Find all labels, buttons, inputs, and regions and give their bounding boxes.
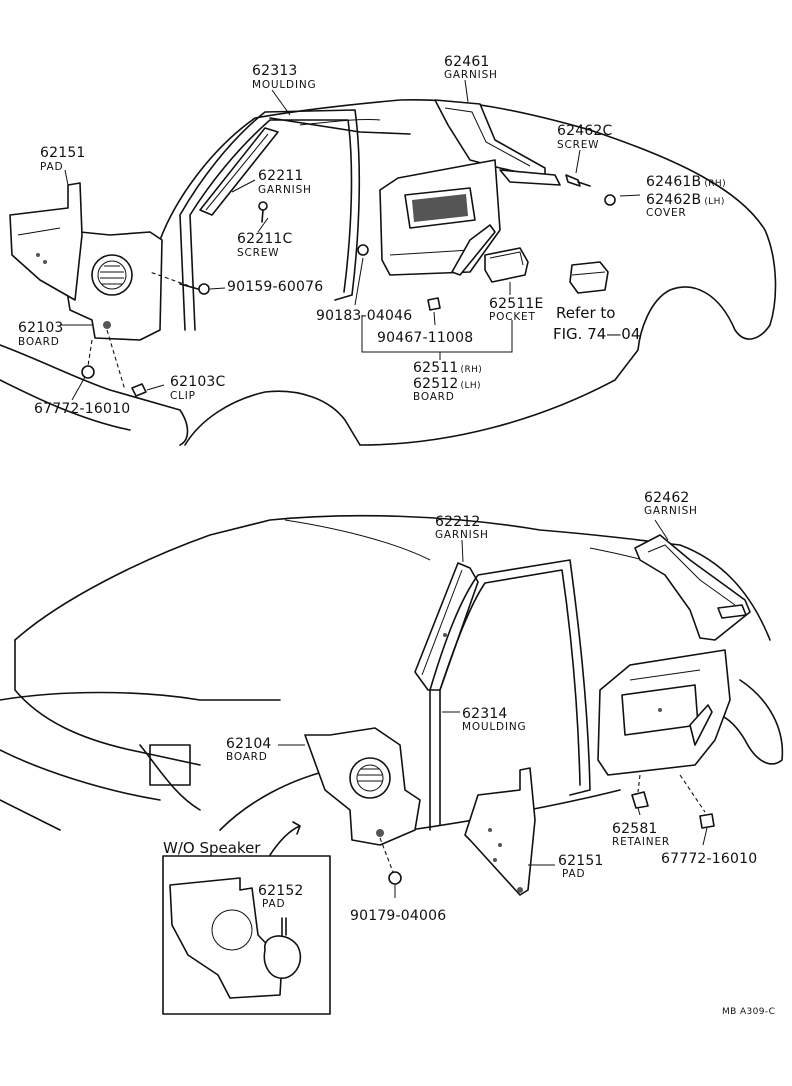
label-62103-num: 62103 — [18, 320, 64, 336]
label-90179-num: 90179-04006 — [350, 908, 446, 924]
bottom-fasteners — [388, 791, 715, 885]
label-62313-num: 62313 — [252, 63, 298, 79]
label-62104-name: BOARD — [226, 751, 268, 763]
part-62314-moulding — [429, 559, 591, 831]
bottom-leader-lines — [278, 519, 708, 898]
label-62103c-name: CLIP — [170, 390, 196, 402]
part-62313-moulding — [179, 109, 361, 331]
label-62581-num: 62581 — [612, 821, 658, 837]
top-car-body-outline — [159, 98, 777, 446]
label-62104-num: 62104 — [226, 736, 272, 752]
label-62211-name: GARNISH — [258, 184, 312, 196]
label-62314-num: 62314 — [462, 706, 508, 722]
label-62103c-num: 62103C — [170, 374, 226, 390]
label-62212-name: GARNISH — [435, 529, 489, 541]
top-labels: 62313 MOULDING 62461 GARNISH 62151 PAD 6… — [18, 54, 726, 417]
label-62151-top-num: 62151 — [40, 145, 86, 161]
label-62511e-num: 62511E — [489, 296, 544, 312]
part-62461-garnish — [434, 99, 561, 186]
label-62462b-name: COVER — [646, 207, 687, 219]
label-62212-num: 62212 — [435, 514, 481, 530]
label-62462-name: GARNISH — [644, 505, 698, 517]
top-fasteners — [81, 174, 616, 397]
part-62151-pad-top — [9, 182, 83, 301]
label-62461-num: 62461 — [444, 54, 490, 70]
label-62313-name: MOULDING — [252, 79, 316, 91]
label-62511-num: 62511(RH) — [413, 360, 482, 376]
label-62152-name: PAD — [262, 898, 285, 910]
label-62103-name: BOARD — [18, 336, 60, 348]
label-62461-name: GARNISH — [444, 69, 498, 81]
label-67772-top-num: 67772-16010 — [34, 401, 130, 417]
label-62211-num: 62211 — [258, 168, 304, 184]
label-90467-num: 90467-11008 — [377, 330, 473, 346]
label-62462-num: 62462 — [644, 490, 690, 506]
part-62511e-pocket — [484, 247, 529, 283]
label-62461b-num: 62461B(RH) — [646, 174, 726, 190]
label-62151-bottom-num: 62151 — [558, 853, 604, 869]
part-62151-pad-bottom — [464, 767, 536, 896]
top-leader-lines — [60, 79, 641, 401]
part-62462-garnish — [634, 534, 751, 641]
label-90159-num: 90159-60076 — [227, 279, 323, 295]
bottom-car-body-outline — [14, 514, 771, 641]
label-refer-line1: Refer to — [556, 304, 615, 322]
top-car-view — [0, 98, 777, 446]
part-62511-board — [379, 159, 501, 276]
label-wo-speaker: W/O Speaker — [163, 839, 261, 857]
footer-code: MB A309-C — [722, 1007, 775, 1017]
label-62211c-name: SCREW — [237, 247, 279, 259]
wo-speaker-inset — [162, 821, 331, 1015]
label-62462c-num: 62462C — [557, 123, 613, 139]
label-62152-num: 62152 — [258, 883, 304, 899]
label-62512-name: BOARD — [413, 391, 455, 403]
top-car-lower-line — [0, 344, 189, 446]
label-62314-name: MOULDING — [462, 721, 526, 733]
label-67772-bottom-num: 67772-16010 — [661, 851, 757, 867]
label-62211c-num: 62211C — [237, 231, 293, 247]
label-62511e-name: POCKET — [489, 311, 536, 323]
label-62151-bottom-name: PAD — [562, 868, 585, 880]
part-rear-door-board-bottom — [597, 649, 731, 776]
label-62151-top-name: PAD — [40, 161, 63, 173]
part-62103-board — [59, 229, 163, 341]
part-62211-garnish — [199, 127, 279, 216]
part-62212-garnish — [414, 562, 479, 691]
label-90183-num: 90183-04046 — [316, 308, 412, 324]
part-fig74-reference — [569, 261, 609, 294]
label-62462b-num: 62462B(LH) — [646, 192, 725, 208]
part-62104-board — [304, 727, 421, 846]
label-62512-num: 62512(LH) — [413, 376, 481, 392]
label-refer-line2: FIG. 74—04 — [553, 325, 640, 343]
bottom-labels: 62462 GARNISH 62212 GARNISH 62314 MOULDI… — [163, 490, 775, 1017]
label-62462c-name: SCREW — [557, 139, 599, 151]
label-62581-name: RETAINER — [612, 836, 670, 848]
